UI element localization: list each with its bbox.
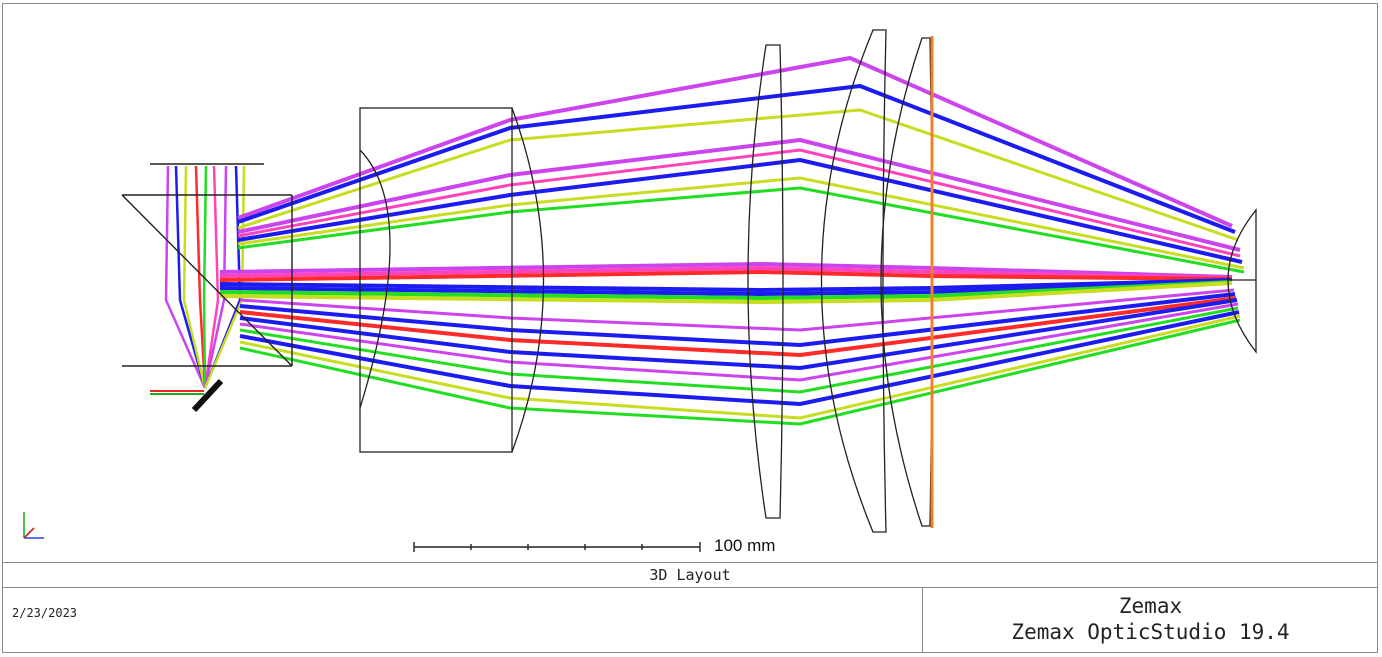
ray-lower [239, 314, 1241, 420]
lens-group [747, 29, 934, 533]
prism-ray [194, 165, 207, 389]
ray-lower [239, 302, 1239, 382]
ray-axial [219, 262, 1233, 279]
prism-assembly [121, 163, 293, 413]
product-name: Zemax OpticStudio 19.4 [1011, 620, 1290, 644]
ray-axial [219, 281, 1233, 304]
scale-bar-label: 100 mm [714, 536, 776, 555]
ray-upper [237, 108, 1239, 242]
ray-upper [237, 148, 1241, 258]
block-lens-body [359, 107, 513, 453]
fold-mirror [191, 378, 224, 413]
ray-lower [239, 288, 1235, 332]
ray-axial [219, 280, 1233, 300]
ray-bundles [164, 56, 1245, 426]
ray-axial [219, 279, 1233, 296]
image-surface [1227, 208, 1257, 354]
ray-lower [239, 296, 1237, 357]
image-lens [1227, 208, 1257, 354]
prism-ray [174, 165, 207, 389]
prism-ray [182, 165, 207, 389]
scale-bar [413, 542, 701, 552]
ray-upper [237, 186, 1245, 274]
ray-lower [239, 298, 1238, 370]
ray-axial [219, 270, 1233, 282]
company-name: Zemax [1118, 594, 1183, 618]
ray-lower [239, 318, 1241, 426]
prism-ray [202, 165, 208, 389]
optical-layout-plot [23, 29, 1257, 552]
ray-lower [239, 310, 1240, 406]
ray-lower [239, 292, 1236, 347]
prism-hypotenuse [121, 194, 293, 367]
lens-element-1 [747, 44, 784, 519]
xyz-axes-icon [23, 512, 44, 539]
layout-title: 3D Layout [2, 562, 1378, 588]
prism-ray [164, 165, 207, 389]
block-lens-rear-curve [511, 107, 545, 453]
ray-axial [219, 278, 1233, 292]
prism-ray [203, 165, 228, 389]
block-lens-front-curve [359, 149, 391, 409]
lens-element-2 [820, 29, 887, 533]
ray-upper [237, 176, 1245, 270]
ray-upper [237, 158, 1243, 264]
date-stamp: 2/23/2023 [12, 606, 78, 620]
ray-axial [219, 266, 1233, 280]
block-lens [359, 107, 545, 453]
ray-upper [237, 84, 1236, 234]
ray-upper [237, 138, 1241, 252]
prism-ray [203, 165, 220, 389]
info-box: Zemax Zemax OpticStudio 19.4 [922, 588, 1378, 653]
